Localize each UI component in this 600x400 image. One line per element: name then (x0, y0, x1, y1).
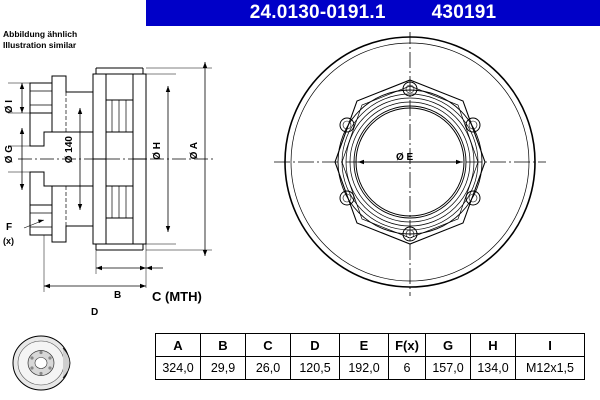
td-D: 120,5 (290, 356, 340, 380)
th-A: A (155, 333, 201, 357)
label-B: B (114, 290, 122, 301)
front-view-drawing (274, 32, 546, 296)
table-value-row: 324,0 29,9 26,0 120,5 192,0 6 157,0 134,… (155, 356, 585, 380)
td-I: M12x1,5 (515, 356, 585, 380)
label-dia-E: Ø E (396, 152, 414, 163)
title-bar: 24.0130-0191.1 430191 (146, 0, 600, 26)
label-F-x: (x) (3, 236, 14, 246)
dimensions-table: A B C D E F(x) G H I 324,0 29,9 26,0 120… (155, 333, 585, 380)
th-G: G (425, 333, 471, 357)
th-C: C (245, 333, 291, 357)
table-header-row: A B C D E F(x) G H I (155, 333, 585, 357)
td-A: 324,0 (155, 356, 201, 380)
label-D: D (91, 307, 99, 318)
th-D: D (290, 333, 340, 357)
td-Fx: 6 (388, 356, 426, 380)
th-H: H (470, 333, 516, 357)
label-dia-140: Ø 140 (64, 136, 75, 164)
reference-number: 430191 (431, 2, 497, 23)
note-line-de: Abbildung ähnlich (3, 29, 78, 39)
th-Fx: F(x) (388, 333, 426, 357)
td-E: 192,0 (339, 356, 389, 380)
note-line-en: Illustration similar (3, 39, 77, 50)
th-E: E (339, 333, 389, 357)
label-dia-I: Ø I (4, 100, 15, 114)
td-B: 29,9 (200, 356, 246, 380)
label-dia-H: Ø H (152, 142, 163, 160)
rotor-thumbnail (12, 335, 71, 391)
part-number: 24.0130-0191.1 (249, 2, 386, 23)
label-dia-G: Ø G (4, 145, 15, 164)
th-B: B (200, 333, 246, 357)
cross-section-drawing (8, 62, 215, 292)
label-F: F (6, 222, 13, 233)
label-C-mth: C (MTH) (152, 289, 202, 304)
illustration-note: Abbildung ähnlich Illustration similar (3, 29, 143, 51)
th-I: I (515, 333, 585, 357)
td-G: 157,0 (425, 356, 471, 380)
td-C: 26,0 (245, 356, 291, 380)
td-H: 134,0 (470, 356, 516, 380)
label-dia-A: Ø A (189, 142, 200, 160)
